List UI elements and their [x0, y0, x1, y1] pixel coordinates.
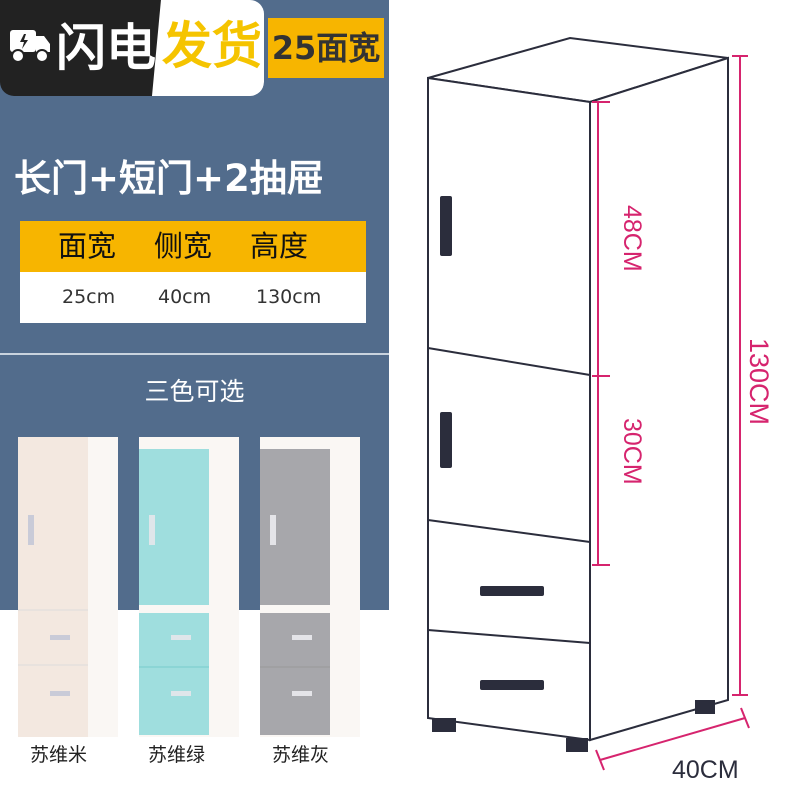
- cabinet-beige[interactable]: [16, 435, 122, 745]
- divider: [0, 353, 389, 355]
- depth-dimension: 40CM: [672, 756, 739, 784]
- truck-icon: [10, 30, 50, 63]
- cabinet-side: [589, 56, 729, 742]
- spec-table: 面宽 侧宽 高度 25cm 40cm 130cm: [20, 221, 366, 323]
- colors-title: 三色可选: [144, 377, 245, 406]
- long-door-handle: [440, 196, 452, 256]
- variant-label: 苏维绿: [148, 744, 206, 766]
- spec-header: 高度: [250, 229, 309, 263]
- cabinet-front: [427, 76, 591, 742]
- cabinet-green[interactable]: [137, 435, 243, 745]
- headline: 长门+短门+2抽屉: [14, 157, 324, 200]
- cabinet-gray[interactable]: [258, 435, 364, 745]
- long-door-dimension: 48CM: [618, 205, 646, 272]
- short-door-handle: [440, 412, 452, 468]
- drawer-handle: [480, 680, 544, 690]
- lightning-delivery-badge: 闪电 发货: [0, 0, 264, 96]
- badge-text-white: 闪电: [56, 19, 156, 77]
- drawer-handle: [480, 586, 544, 596]
- spec-value: 40cm: [158, 286, 212, 308]
- short-door-dimension: 30CM: [618, 418, 646, 485]
- badge-text-yellow: 发货: [162, 17, 262, 75]
- variant-label: 苏维米: [30, 744, 88, 766]
- spec-value: 130cm: [256, 286, 322, 308]
- spec-header: 面宽: [58, 229, 117, 263]
- spec-value: 25cm: [62, 286, 116, 308]
- spec-header: 侧宽: [154, 229, 213, 263]
- height-dimension: 130CM: [744, 338, 774, 425]
- variant-label: 苏维灰: [272, 744, 330, 766]
- width-title: 25面宽: [268, 18, 384, 78]
